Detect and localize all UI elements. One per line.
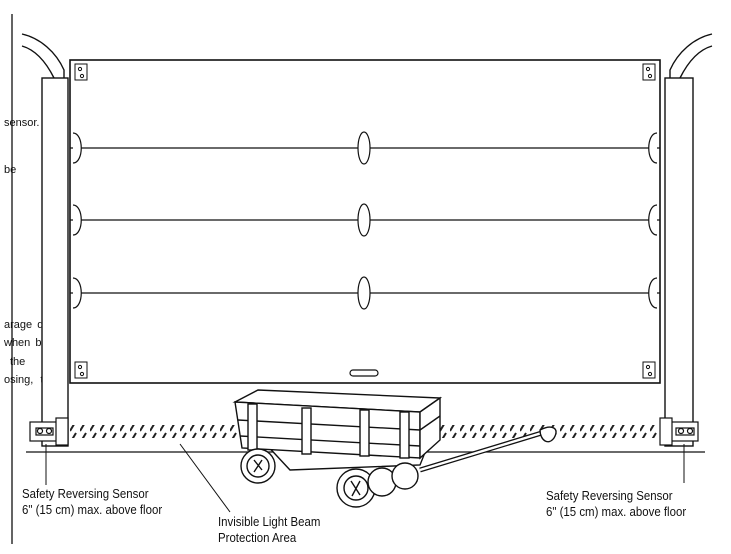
left-door-track [21, 33, 69, 447]
corner-bracket-icon [74, 63, 656, 379]
text-fragment-the: the [10, 356, 26, 368]
right-sensor-label-line1: Safety Reversing Sensor [546, 488, 673, 503]
light-beam-label-line2: Protection Area [218, 530, 297, 545]
wagon-icon [232, 389, 557, 508]
left-sensor-label-line2: 6" (15 cm) max. above floor [22, 502, 163, 517]
right-sensor-label: Safety Reversing Sensor 6" (15 cm) max. … [546, 488, 686, 520]
left-sensor-label: Safety Reversing Sensor 6" (15 cm) max. … [22, 486, 162, 518]
left-sensor-icon [29, 417, 69, 446]
leader-line [179, 443, 231, 513]
light-beam-label-line1: Invisible Light Beam [218, 514, 321, 529]
hinge-icon [72, 132, 82, 164]
text-fragment-be: be [4, 164, 17, 176]
hinge-icon [72, 204, 82, 236]
hinge-icon [357, 131, 371, 165]
hinge-icon [72, 277, 82, 309]
garage-door [69, 59, 661, 384]
hinge-icon [357, 203, 371, 237]
right-door-track [664, 33, 713, 447]
right-sensor-label-line2: 6" (15 cm) max. above floor [546, 504, 687, 519]
text-fragment-sensor: sensor. [4, 117, 40, 129]
left-sensor-label-line1: Safety Reversing Sensor [22, 486, 149, 501]
door-handle-icon [349, 369, 379, 377]
light-beam-label: Invisible Light Beam Protection Area [218, 514, 320, 546]
hinge-icon [357, 276, 371, 310]
hinge-icon [648, 277, 658, 309]
hinge-icon [648, 132, 658, 164]
hinge-icon [648, 204, 658, 236]
right-sensor-icon [659, 417, 699, 446]
